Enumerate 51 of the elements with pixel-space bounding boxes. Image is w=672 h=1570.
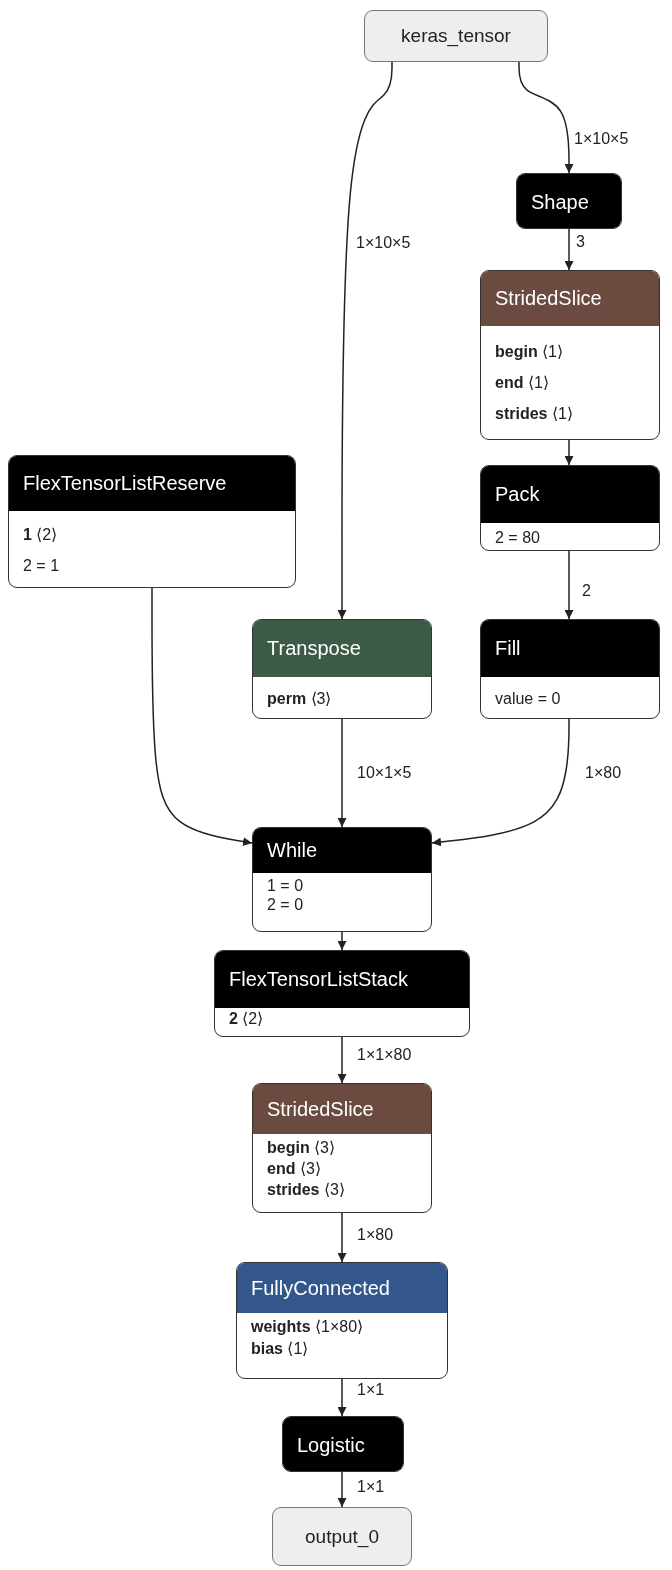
operator-name: Fill [481, 620, 659, 677]
operator-name: While [253, 828, 431, 873]
operator-name: Logistic [283, 1417, 403, 1471]
arrow [431, 718, 570, 847]
attribute-text: 2 = 0 [266, 895, 305, 914]
attribute-text: 2 = 1 [22, 556, 61, 576]
attribute-text: bias ⟨1⟩ [250, 1339, 310, 1359]
operator-node [214, 950, 470, 1037]
attribute-text: 1 ⟨2⟩ [22, 525, 59, 545]
arrow [518, 61, 574, 174]
operator-name: FlexTensorListReserve [9, 456, 295, 511]
operator-name: FullyConnected [237, 1263, 447, 1313]
arrow [337, 1212, 347, 1263]
attribute-text: end ⟨1⟩ [494, 373, 550, 393]
operator-name: StridedSlice [481, 271, 659, 326]
operator-node [480, 619, 660, 719]
attribute-text: weights ⟨1×80⟩ [250, 1317, 365, 1337]
arrow [564, 439, 574, 466]
arrow [337, 1036, 347, 1084]
attribute-text: begin ⟨1⟩ [494, 342, 564, 362]
attribute-text: strides ⟨3⟩ [266, 1180, 346, 1200]
operator-node [252, 619, 432, 719]
operator-name: StridedSlice [253, 1084, 431, 1134]
operator-name: Shape [517, 174, 621, 228]
operator-node [252, 1083, 432, 1213]
operator-name: FlexTensorListStack [215, 951, 469, 1008]
attribute-text: value = 0 [494, 689, 562, 709]
operator-node [480, 270, 660, 440]
arrow [337, 718, 347, 828]
operator-node [8, 455, 296, 588]
attribute-text: perm ⟨3⟩ [266, 689, 333, 709]
operator-node [252, 827, 432, 932]
arrow [337, 61, 393, 620]
arrow [337, 1471, 347, 1508]
operator-name: Pack [481, 466, 659, 523]
arrow [564, 550, 574, 620]
attribute-text: 2 = 80 [494, 528, 541, 548]
attribute-text: begin ⟨3⟩ [266, 1138, 336, 1158]
arrow [564, 228, 574, 271]
attribute-text: strides ⟨1⟩ [494, 404, 574, 424]
arrow [337, 931, 347, 951]
tensor-node: keras_tensor [364, 10, 548, 62]
operator-node [236, 1262, 448, 1379]
attribute-text: 2 ⟨2⟩ [228, 1009, 265, 1029]
arrow [337, 1378, 347, 1417]
attribute-text: 1 = 0 [266, 876, 305, 895]
operator-name: Transpose [253, 620, 431, 677]
arrow [151, 587, 253, 847]
operator-node [480, 465, 660, 551]
tensor-node: output_0 [272, 1507, 412, 1566]
attribute-text: end ⟨3⟩ [266, 1159, 322, 1179]
